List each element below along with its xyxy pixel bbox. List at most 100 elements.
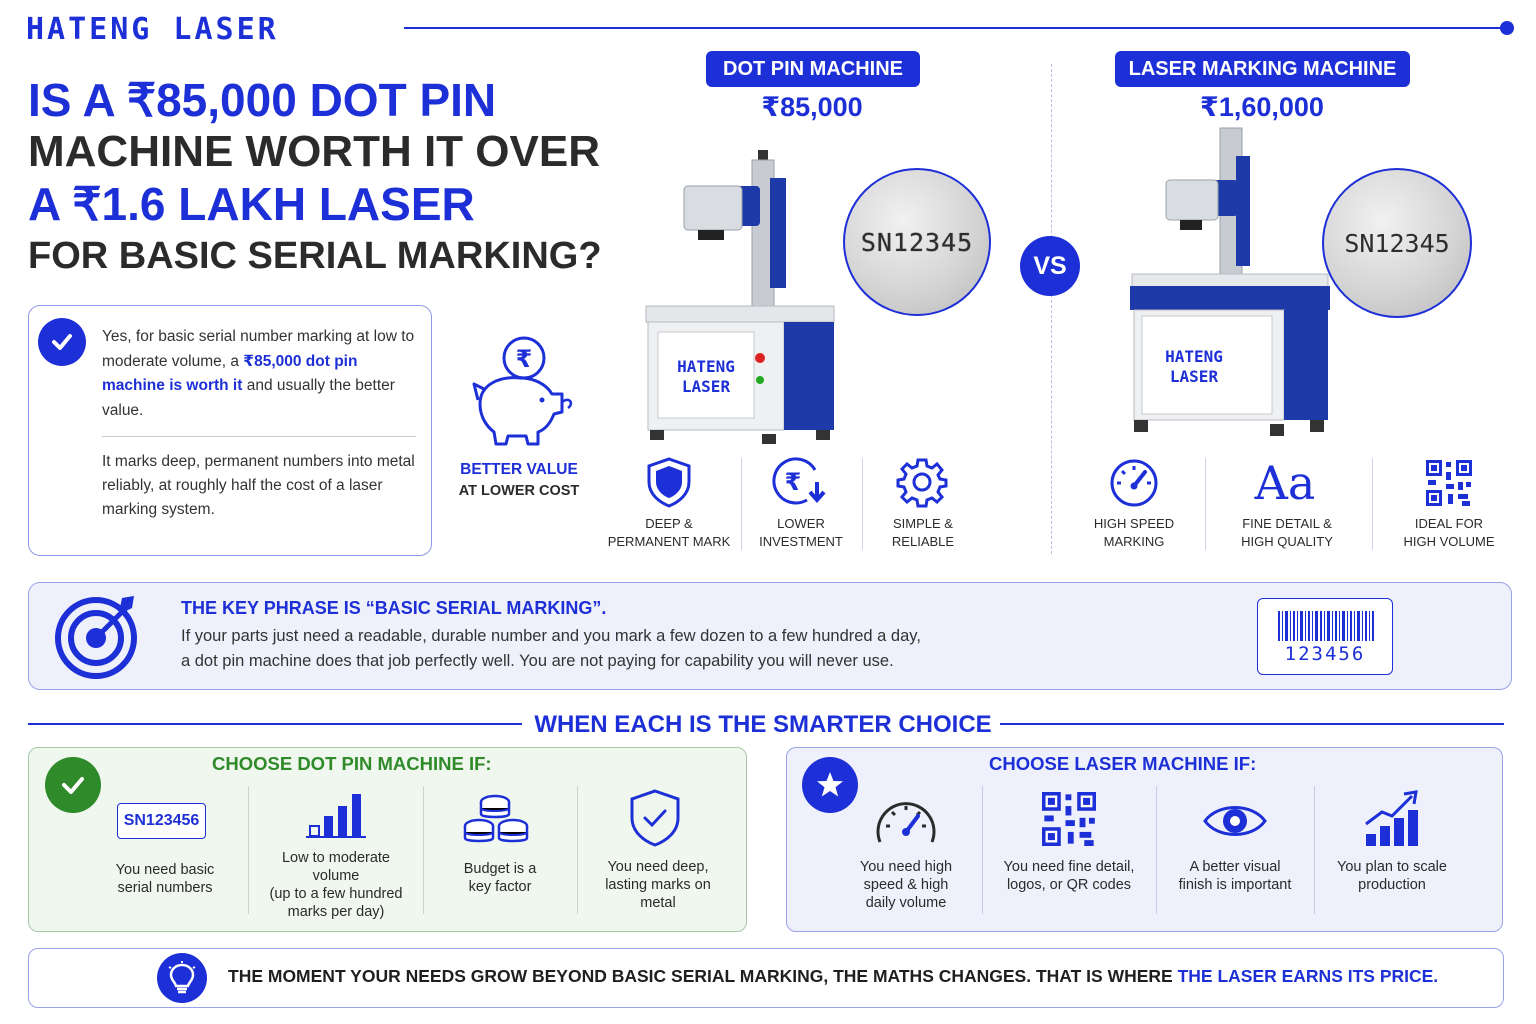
svg-text:₹: ₹	[785, 468, 802, 496]
laser-choice-title: CHOOSE LASER MACHINE IF:	[989, 753, 1257, 774]
speedometer-icon	[1104, 456, 1164, 508]
coins-icon	[463, 792, 533, 848]
choice-separator	[248, 786, 249, 914]
laser-machine-image	[1124, 126, 1336, 448]
brand-logo: HATENG LASER	[26, 12, 279, 47]
laser-feature-3: IDEAL FOR HIGH VOLUME	[1394, 515, 1504, 551]
dot-choice-2-line-3: (up to a few hundred	[269, 886, 403, 902]
laser-feature-1-line-2: MARKING	[1103, 534, 1165, 549]
qr-code-icon	[1424, 460, 1474, 506]
laser-machine-brand-1: HATENG	[1165, 347, 1223, 366]
shield-check-icon	[628, 788, 682, 848]
laser-choice-2: You need fine detail, logos, or QR codes	[994, 858, 1144, 894]
dot-choice-2: Low to moderate volume (up to a few hund…	[258, 849, 414, 921]
laser-feature-2-line-1: FINE DETAIL &	[1242, 516, 1332, 531]
dot-choice-1-line-1: You need basic	[115, 862, 215, 878]
feature-separator	[862, 458, 863, 550]
dot-pin-machine-label: DOT PIN MACHINE	[706, 51, 920, 87]
laser-machine-brand-2: LASER	[1169, 367, 1219, 386]
dot-pin-sample-mark: SN12345	[843, 168, 991, 316]
barcode-number: 123456	[1284, 643, 1366, 665]
laser-price: ₹1,60,000	[1200, 92, 1324, 122]
dot-pin-price: ₹85,000	[761, 92, 863, 122]
dot-pin-machine-brand-2: LASER	[681, 377, 731, 396]
gear-icon	[892, 456, 952, 508]
bottom-text-main: THE MOMENT YOUR NEEDS GROW BEYOND BASIC …	[228, 966, 1178, 986]
star-icon	[802, 757, 858, 813]
laser-feature-2: FINE DETAIL & HIGH QUALITY	[1220, 515, 1354, 551]
dot-choice-1: You need basic serial numbers	[94, 861, 236, 897]
answer-text-end: and usually the better value.	[102, 377, 395, 419]
laser-choice-1-line-2: speed & high	[863, 877, 949, 893]
section-rule-left	[28, 723, 522, 725]
bottom-text-highlight: THE LASER EARNS ITS PRICE.	[1177, 966, 1439, 986]
feature-separator	[1372, 458, 1373, 550]
key-phrase-line-2: a dot pin machine does that job perfectl…	[181, 652, 894, 670]
when-section-title: WHEN EACH IS THE SMARTER CHOICE	[534, 711, 992, 738]
headline: IS A ₹85,000 DOT PIN MACHINE WORTH IT OV…	[28, 74, 618, 282]
laser-machine-brand: HATENG LASER	[1152, 347, 1236, 387]
dot-choice-3-line-2: key factor	[468, 879, 532, 895]
vs-badge: VS	[1020, 236, 1080, 296]
bottom-banner-text: THE MOMENT YOUR NEEDS GROW BEYOND BASIC …	[228, 966, 1438, 987]
laser-machine-label: LASER MARKING MACHINE	[1115, 51, 1410, 87]
answer-text-start: Yes, for basic serial number marking at …	[102, 328, 415, 370]
laser-choice-4-line-2: production	[1358, 877, 1426, 893]
shield-icon	[628, 456, 710, 508]
bar-chart-icon	[306, 792, 366, 840]
dot-pin-sample-text: SN12345	[860, 227, 974, 257]
answer-divider	[102, 436, 416, 437]
headline-line-1: IS A ₹85,000 DOT PIN	[28, 74, 497, 126]
dot-feature-1-line-2: PERMANENT MARK	[607, 534, 731, 549]
svg-text:₹: ₹	[516, 345, 533, 373]
typography-icon: Aa	[1254, 456, 1316, 510]
dot-pin-machine-brand-1: HATENG	[677, 357, 735, 376]
laser-sample-text: SN12345	[1344, 228, 1450, 258]
laser-feature-3-line-1: IDEAL FOR	[1414, 516, 1484, 531]
laser-choice-2-line-1: You need fine detail,	[1003, 859, 1135, 875]
target-icon	[54, 594, 142, 680]
speedometer-icon	[874, 794, 938, 848]
laser-choice-1-line-3: daily volume	[865, 895, 947, 911]
choice-separator	[577, 786, 578, 914]
key-phrase-line-1: If your parts just need a readable, dura…	[181, 627, 921, 645]
laser-choice-2-line-2: logos, or QR codes	[1006, 877, 1132, 893]
choice-separator	[1314, 786, 1315, 914]
dot-choice-4-line-2: lasting marks on	[605, 877, 711, 893]
check-icon	[38, 318, 86, 366]
headline-line-3: A ₹1.6 LAKH LASER	[28, 178, 475, 230]
headline-line-2: MACHINE WORTH IT OVER	[28, 127, 600, 176]
dot-feature-2-line-2: INVESTMENT	[759, 534, 843, 549]
dot-choice-4: You need deep, lasting marks on metal	[586, 858, 730, 912]
green-check-icon	[45, 757, 101, 813]
dot-feature-3: SIMPLE & RELIABLE	[868, 515, 978, 551]
dot-choice-3-line-1: Budget is a	[463, 861, 537, 877]
laser-feature-3-line-2: HIGH VOLUME	[1403, 534, 1495, 549]
dot-pin-machine-image	[640, 138, 840, 450]
dot-feature-1: DEEP & PERMANENT MARK	[604, 515, 734, 551]
laser-choice-3-line-2: finish is important	[1178, 877, 1292, 893]
dot-choice-1-line-2: serial numbers	[117, 880, 213, 896]
lightbulb-icon	[157, 953, 207, 1003]
eye-icon	[1202, 800, 1268, 842]
growth-chart-icon	[1364, 790, 1420, 848]
laser-choice-4: You plan to scale production	[1322, 858, 1462, 894]
dot-choice-2-line-4: marks per day)	[287, 904, 385, 920]
key-phrase-body: If your parts just need a readable, dura…	[181, 624, 1041, 674]
answer-card	[28, 305, 432, 556]
piggy-bank-rupee-icon: ₹	[462, 332, 580, 452]
dot-choice-2-line-2: volume	[312, 868, 360, 884]
laser-feature-1-line-1: HIGH SPEED	[1093, 516, 1175, 531]
laser-choice-1-line-1: You need high	[859, 859, 953, 875]
dot-feature-1-line-1: DEEP &	[645, 516, 693, 531]
laser-choice-4-line-1: You plan to scale	[1337, 859, 1447, 875]
barcode-icon	[1257, 598, 1393, 675]
dot-pin-machine-brand: HATENG LASER	[664, 357, 748, 397]
dot-choice-4-line-1: You need deep,	[607, 859, 709, 875]
choice-separator	[982, 786, 983, 914]
laser-feature-2-line-2: HIGH QUALITY	[1241, 534, 1333, 549]
serial-number-tag-icon: SN123456	[117, 803, 206, 839]
dot-feature-3-line-2: RELIABLE	[891, 534, 955, 549]
choice-separator	[423, 786, 424, 914]
dot-feature-2-line-1: LOWER	[777, 516, 825, 531]
